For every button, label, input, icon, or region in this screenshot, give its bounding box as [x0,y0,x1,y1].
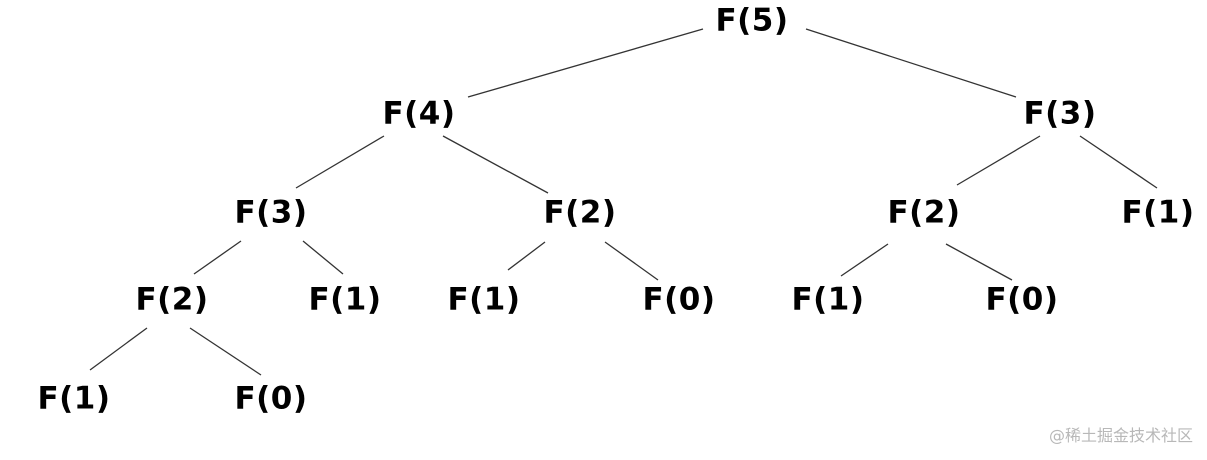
tree-edge-n2r-n1rl [840,243,889,277]
tree-node-n2m: F(2) [543,194,617,231]
tree-edge-n4-n3l [295,135,385,189]
tree-node-n1ll: F(1) [37,380,111,417]
tree-edge-n3r-n2r [956,135,1041,186]
tree-node-n3l: F(3) [234,194,308,231]
tree-node-n2ll: F(2) [135,281,209,318]
tree-edge-n3l-n1lr [302,240,344,275]
tree-node-n2r: F(2) [887,194,961,231]
tree-edge-n2m-n0mr [604,241,659,281]
tree-node-n4: F(4) [382,95,456,132]
tree-node-n0mr: F(0) [642,281,716,318]
tree-edge-n2r-n0rr [945,243,1013,281]
tree-node-n1rr: F(1) [1121,194,1195,231]
tree-node-n1lr: F(1) [308,281,382,318]
tree-node-n5: F(5) [715,2,789,39]
tree-edge-n3r-n1rr [1079,135,1158,189]
tree-edge-n5-n3r [805,28,1017,98]
tree-node-n0ll: F(0) [234,380,308,417]
tree-edge-n4-n2m [442,135,549,194]
tree-edge-n3l-n2ll [193,240,242,275]
tree-node-n1rl: F(1) [791,281,865,318]
tree-edge-n2m-n1ml [507,241,546,271]
tree-node-n1ml: F(1) [447,281,521,318]
tree-node-n0rr: F(0) [985,281,1059,318]
tree-edge-n5-n4 [467,28,704,98]
tree-edge-n2ll-n1ll [89,327,148,371]
watermark: @稀土掘金技术社区 [1048,426,1193,445]
tree-node-n3r: F(3) [1023,95,1097,132]
tree-edge-n2ll-n0ll [189,327,262,376]
